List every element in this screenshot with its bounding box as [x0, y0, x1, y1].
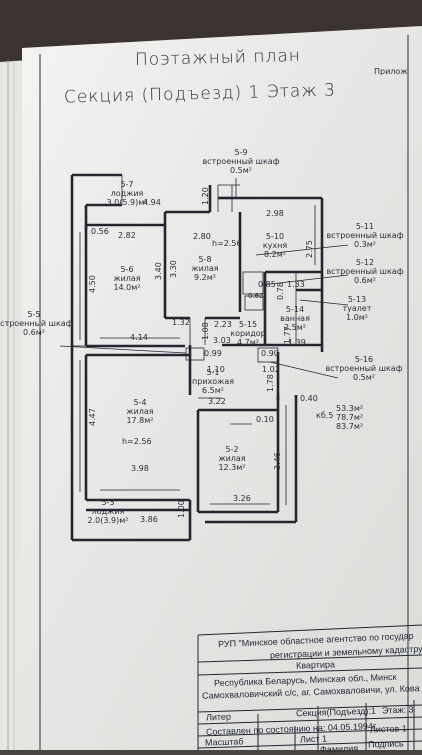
dimension: 2.23 — [214, 320, 232, 329]
dimension: 1.78 — [266, 374, 275, 392]
dimension: 3.46 — [273, 452, 282, 470]
dimension: 0.40 — [300, 394, 318, 403]
stamp-sign-col: Подпись — [367, 738, 404, 750]
dimension: 4.94 — [143, 198, 161, 207]
stamp-letter: Литер — [205, 711, 232, 723]
dimension: 0.85 — [258, 280, 276, 289]
dimension: 1.20 — [201, 187, 210, 205]
stamp-floor: Этаж: 3 — [381, 704, 414, 716]
dimension: 0.99 — [204, 349, 222, 358]
dimension: 0.56 — [91, 227, 109, 236]
dimension: 3.30 — [169, 260, 178, 278]
dimension: 4.50 — [88, 275, 97, 293]
stamp-sheets: Листов 1 — [369, 723, 407, 735]
ceiling-height-5-4: h=2.56 — [122, 437, 152, 446]
totals-label: кб.5 — [316, 411, 334, 420]
dimension: 1.08 — [201, 322, 210, 340]
dimension: 1.10 — [207, 365, 225, 374]
dimension: 0.62 — [248, 292, 264, 300]
dimension: 1.32 — [172, 318, 190, 327]
dimension: 1.02 — [262, 365, 280, 374]
dimension: 1.39 — [288, 338, 306, 347]
dimension: 2.98 — [266, 209, 284, 218]
attachment-label: Прилож — [374, 67, 408, 76]
dimension: 1.33 — [287, 280, 305, 289]
dimension: 3.98 — [131, 464, 149, 473]
page-title: Поэтажный план — [134, 45, 302, 71]
dimension: 3.86 — [140, 515, 158, 524]
stamp-object: Квартира — [295, 659, 336, 671]
dimension: 0.10 — [256, 415, 274, 424]
dimension: 2.80 — [193, 232, 211, 241]
dimension: 0.90 — [261, 349, 279, 358]
stamp-sheet: Лист 1 — [299, 733, 328, 745]
stamp-scale: Масштаб — [204, 736, 244, 748]
ceiling-height-5-8: h=2.56 — [212, 239, 242, 248]
dimension: 3.40 — [154, 262, 163, 280]
dimension: 0.78 — [276, 282, 285, 300]
dimension: 2.75 — [305, 240, 314, 258]
dimension: 4.47 — [88, 408, 97, 426]
dimension: 4.14 — [130, 333, 148, 342]
dimension: 1.00 — [177, 500, 186, 518]
dimension: 3.22 — [208, 397, 226, 406]
dimension: 3.03 — [213, 336, 231, 345]
dimension: 3.26 — [233, 494, 251, 503]
dimension: 2.82 — [118, 231, 136, 240]
